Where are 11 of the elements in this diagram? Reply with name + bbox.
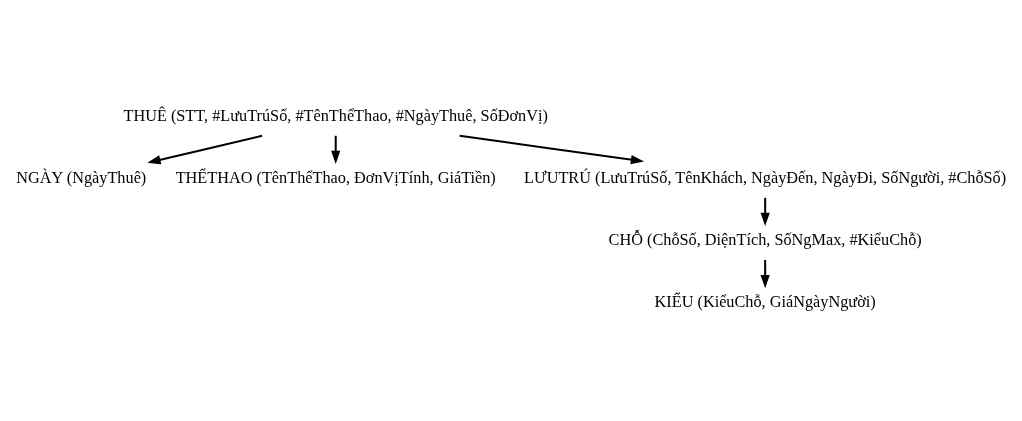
- node-text: THUÊ (STT, #LưuTrúSố, #TênThểThao, #NgàyThuê, SốĐơnVị): [123, 106, 548, 126]
- arrow: [760, 259, 770, 289]
- node-text: LƯUTRÚ (LưuTrúSố, TênKhách, NgàyĐến, NgàyĐi, SốNgười, #ChỗSố): [524, 168, 1007, 188]
- node-text: KIỂU (KiểuChỗ, GiáNgàyNgười): [654, 292, 876, 312]
- node-text: CHỖ (ChỗSố, DiệnTích, SốNgMax, #KiểuChỗ): [608, 230, 922, 250]
- arrow: [760, 197, 770, 227]
- node-text: THỂTHAO (TênThểThao, ĐơnVịTính, GiáTiền): [175, 168, 496, 188]
- arrow: [459, 134, 645, 165]
- arrow: [147, 134, 263, 165]
- node-text: NGÀY (NgàyThuê): [16, 168, 147, 188]
- arrow: [331, 135, 341, 164]
